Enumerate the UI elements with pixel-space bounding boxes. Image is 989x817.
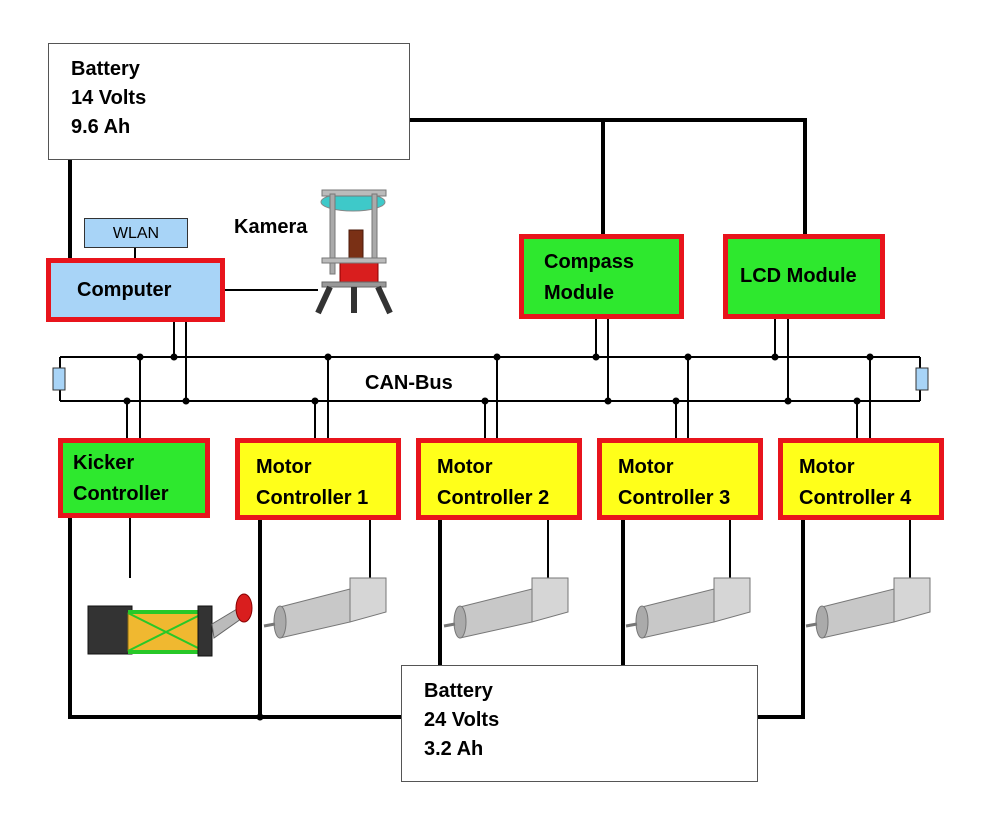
battery-24v-line-3: 3.2 Ah <box>424 738 484 760</box>
motor-controller-1-line-2: Controller 1 <box>256 487 369 509</box>
power-wire-top <box>410 118 807 235</box>
bus-junctions <box>123 353 874 721</box>
motor-controller-3: Motor Controller 3 <box>597 438 763 520</box>
motor-controller-4-line-2: Controller 4 <box>799 487 912 509</box>
camera-icon <box>315 189 393 315</box>
can-bus-label: CAN-Bus <box>365 372 453 394</box>
wlan-label: WLAN <box>112 225 160 242</box>
battery-14v-line-3: 9.6 Ah <box>71 116 131 138</box>
can-bus-terminator-right <box>915 367 929 391</box>
motor-controller-3-line-1: Motor <box>618 456 674 478</box>
power-wire-bottom-left <box>68 515 403 719</box>
kicker-solenoid-icon <box>87 593 253 657</box>
computer-label: Computer <box>77 279 172 301</box>
kicker-line-1: Kicker <box>73 452 135 474</box>
motor-controller-2-line-1: Motor <box>437 456 493 478</box>
power-wire-right <box>758 518 805 719</box>
motor-icon-1 <box>263 577 387 639</box>
can-bus-terminator-left <box>52 367 66 391</box>
computer-module: Computer <box>46 258 225 322</box>
battery-14v: Battery 14 Volts 9.6 Ah <box>48 43 410 160</box>
compass-module: Compass Module <box>519 234 684 319</box>
motor-controller-1-line-1: Motor <box>256 456 312 478</box>
kicker-controller: Kicker Controller <box>58 438 210 518</box>
battery-14v-line-2: 14 Volts <box>71 87 147 109</box>
battery-24v-line-2: 24 Volts <box>424 709 500 731</box>
battery-14v-line-1: Battery <box>71 58 140 80</box>
lcd-label: LCD Module <box>740 265 857 287</box>
battery-24v-line-1: Battery <box>424 680 493 702</box>
lcd-module: LCD Module <box>723 234 885 319</box>
motor-icon-3 <box>625 577 751 639</box>
motor-icon-4 <box>805 577 931 639</box>
motor-icon-2 <box>443 577 569 639</box>
kicker-line-2: Controller <box>73 483 169 505</box>
camera-label: Kamera <box>234 216 308 238</box>
wlan-module: WLAN <box>84 218 188 248</box>
compass-line-1: Compass <box>544 251 635 273</box>
motor-controller-4-line-1: Motor <box>799 456 855 478</box>
motor-controller-3-line-2: Controller 3 <box>618 487 731 509</box>
motor-controller-2: Motor Controller 2 <box>416 438 582 520</box>
motor-controller-1: Motor Controller 1 <box>235 438 401 520</box>
motor-controller-2-line-2: Controller 2 <box>437 487 550 509</box>
battery-24v: Battery 24 Volts 3.2 Ah <box>401 665 758 782</box>
motor-controller-4: Motor Controller 4 <box>778 438 944 520</box>
power-wires <box>68 118 807 719</box>
compass-line-2: Module <box>544 282 614 304</box>
